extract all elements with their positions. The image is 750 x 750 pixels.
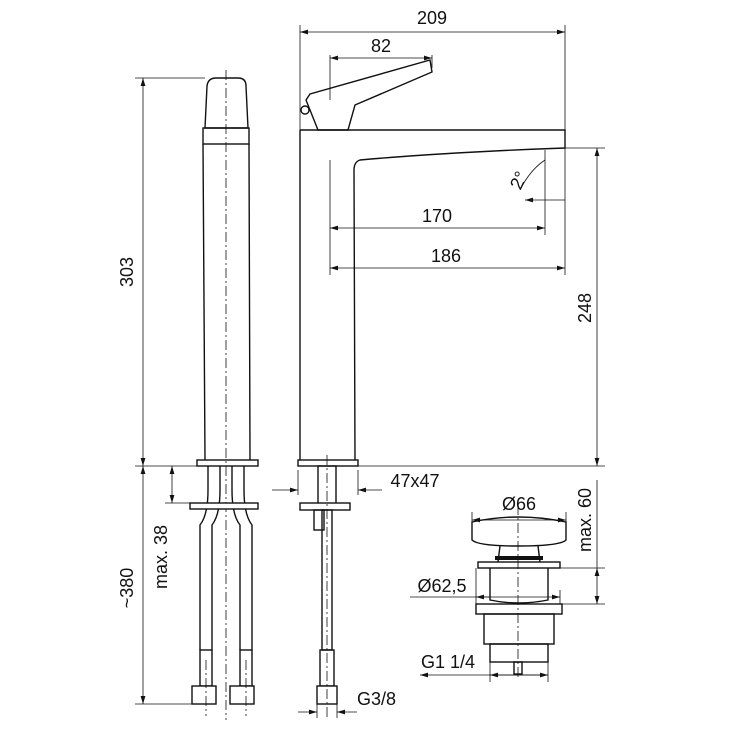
dim-g38: G3/8 (357, 689, 396, 709)
dim-62-5: Ø62,5 (417, 576, 466, 596)
dim-380: ~380 (117, 568, 137, 609)
front-view (189, 70, 259, 720)
dim-g114: G1 1/4 (421, 652, 475, 672)
dim-170: 170 (422, 206, 452, 226)
dim-66: Ø66 (502, 494, 536, 514)
dim-82: 82 (371, 36, 391, 56)
dim-303: 303 (117, 257, 137, 287)
dim-248: 248 (575, 293, 595, 323)
dim-47x47: 47x47 (390, 471, 439, 491)
dim-max-38: max. 38 (151, 525, 171, 589)
dim-max-60: max. 60 (575, 488, 595, 552)
side-view (297, 59, 566, 720)
dim-angle: 2° (506, 168, 531, 192)
dim-209: 209 (417, 8, 447, 28)
dimension-lines (135, 25, 605, 718)
dim-186: 186 (431, 246, 461, 266)
pop-up-waste (471, 505, 567, 680)
